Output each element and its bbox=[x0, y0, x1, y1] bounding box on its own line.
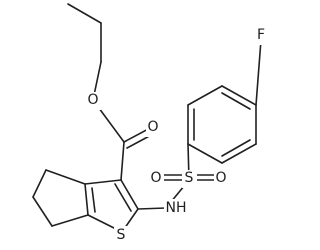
atom-amine-nh: NH bbox=[166, 200, 187, 216]
atom-fluorine: F bbox=[257, 27, 265, 43]
bond-benzene-6 bbox=[187, 143, 223, 164]
bond-thiophene-c7a-c3a-inner bbox=[91, 187, 96, 213]
bond-benzene-3 bbox=[221, 85, 257, 106]
bond-propyl-1 bbox=[67, 3, 102, 24]
atom-sulfur-thiophene: S bbox=[117, 227, 126, 243]
atom-labels-layer: F O O O O S NH S bbox=[86, 27, 268, 244]
atom-carbonyl-oxygen: O bbox=[147, 119, 158, 135]
atom-ester-oxygen: O bbox=[87, 92, 98, 108]
molecule-drawing: F O O O O S NH S bbox=[32, 3, 268, 244]
bonds-layer bbox=[32, 3, 262, 233]
bond-benzene-5 bbox=[221, 143, 257, 164]
structure-diagram: F O O O O S NH S bbox=[32, 3, 268, 244]
bond-cyclopentane-2 bbox=[32, 169, 47, 198]
atom-sulfur-sulfonyl: S bbox=[185, 170, 194, 186]
bond-carbonyl-ring bbox=[120, 141, 125, 181]
bond-cyclopentane-4 bbox=[51, 214, 89, 227]
bond-benzene-3-inner bbox=[221, 92, 251, 110]
bond-thiophene-c3-c2 bbox=[120, 179, 139, 210]
bond-benzene-2 bbox=[187, 85, 223, 106]
atom-sulfonyl-oxygen-right: O bbox=[215, 170, 226, 186]
bond-benzene-5-inner bbox=[221, 139, 251, 157]
atom-sulfonyl-oxygen-left: O bbox=[150, 170, 161, 186]
bond-c-f bbox=[255, 39, 262, 106]
bond-cyclopentane-3 bbox=[32, 196, 53, 227]
bond-thiophene-c3a-c3 bbox=[84, 179, 122, 185]
bond-thiophene-c3-c2-inner bbox=[114, 183, 132, 212]
bond-cyclopentane-1 bbox=[45, 169, 86, 185]
bond-c2-nh bbox=[137, 207, 167, 210]
bond-thiophene-c7a-c3a bbox=[84, 183, 89, 216]
